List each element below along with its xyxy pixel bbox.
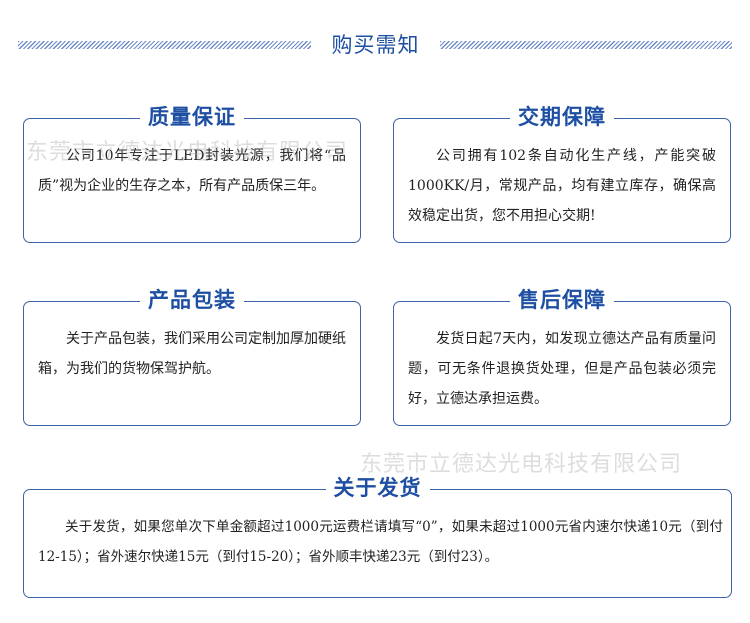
packaging-card-title: 产品包装 bbox=[140, 285, 244, 315]
quality-card-body: 公司10年专注于LED封装光源，我们将“品质”视为企业的生存之本，所有产品质保三… bbox=[38, 148, 346, 194]
hatch-divider-right bbox=[440, 41, 732, 49]
delivery-card-body: 公司拥有102条自动化生产线，产能突破1000KK/月，常规产品，均有建立库存，… bbox=[408, 148, 716, 224]
quality-card-title: 质量保证 bbox=[140, 102, 244, 132]
packaging-card-body: 关于产品包装，我们采用公司定制加厚加硬纸箱，为我们的货物保驾护航。 bbox=[38, 331, 346, 377]
delivery-card: 交期保障 公司拥有102条自动化生产线，产能突破1000KK/月，常规产品，均有… bbox=[393, 102, 731, 243]
shipping-card-title: 关于发货 bbox=[325, 473, 430, 503]
section-header: 购买需知 bbox=[18, 30, 732, 64]
page-title: 购买需知 bbox=[331, 33, 420, 57]
aftersales-card-body: 发货日起7天内，如发现立德达产品有质量问题，可无条件退换货处理，但是产品包装必须… bbox=[408, 331, 716, 407]
shipping-card: 关于发货 关于发货，如果您单次下单金额超过1000元运费栏请填写“0”，如果未超… bbox=[23, 473, 732, 598]
hatch-divider-left bbox=[18, 41, 311, 49]
aftersales-card-title: 售后保障 bbox=[510, 285, 614, 315]
packaging-card: 产品包装 关于产品包装，我们采用公司定制加厚加硬纸箱，为我们的货物保驾护航。 bbox=[23, 285, 361, 426]
shipping-card-body: 关于发货，如果您单次下单金额超过1000元运费栏请填写“0”，如果未超过1000… bbox=[38, 519, 723, 565]
delivery-card-title: 交期保障 bbox=[510, 102, 614, 132]
quality-card: 质量保证 公司10年专注于LED封装光源，我们将“品质”视为企业的生存之本，所有… bbox=[23, 102, 361, 243]
aftersales-card: 售后保障 发货日起7天内，如发现立德达产品有质量问题，可无条件退换货处理，但是产… bbox=[393, 285, 731, 426]
